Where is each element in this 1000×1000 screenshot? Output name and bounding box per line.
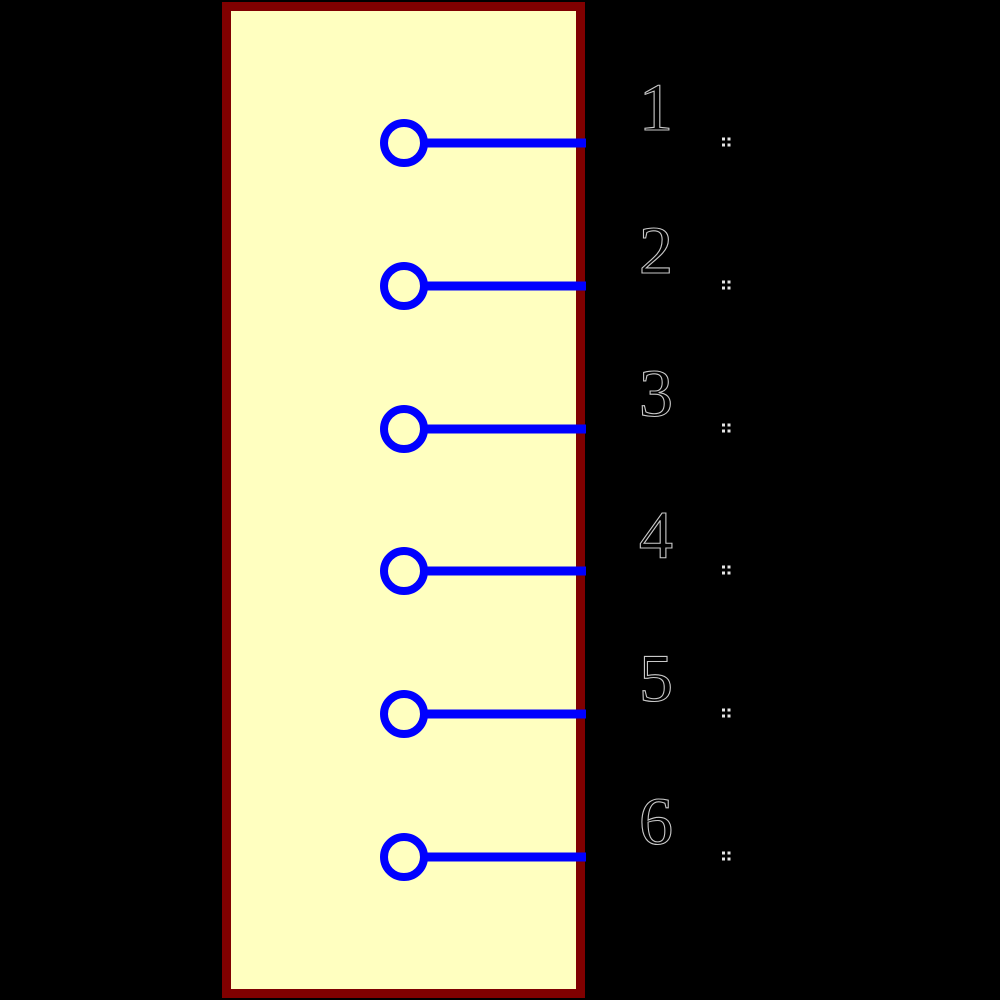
pin-attr-dot xyxy=(727,280,731,284)
pin-bubble-icon[interactable] xyxy=(380,262,428,310)
pin-bubble-icon[interactable] xyxy=(380,547,428,595)
pin-attr-dot xyxy=(727,429,731,433)
pin-attr-dot xyxy=(727,851,731,855)
pin-attr-dot xyxy=(727,286,731,290)
pin-attr-mark xyxy=(722,137,731,147)
pin-attr-dot xyxy=(722,714,725,718)
pin-attr-mark xyxy=(722,423,731,433)
pin-attr-dot xyxy=(727,565,731,569)
pin-number[interactable]: 4 xyxy=(638,496,673,573)
pin-bubble-icon[interactable] xyxy=(380,119,428,167)
pin-attr-dot xyxy=(722,565,725,569)
pin-attr-dot xyxy=(727,708,731,712)
pin-number[interactable]: 3 xyxy=(638,354,673,431)
pin-attr-dot xyxy=(722,857,725,861)
pin-number[interactable]: 6 xyxy=(638,782,673,859)
pin-attr-dot xyxy=(722,137,725,141)
pin-bubble-icon[interactable] xyxy=(380,833,428,881)
pin-number[interactable]: 2 xyxy=(638,211,673,288)
pin-attr-dot xyxy=(727,143,731,147)
pin-attr-mark xyxy=(722,851,731,861)
pin: 6 xyxy=(380,782,731,881)
pin-attr-dot xyxy=(727,137,731,141)
pin: 3 xyxy=(380,354,731,453)
pin-attr-dot xyxy=(727,857,731,861)
pin: 4 xyxy=(380,496,731,595)
pin-attr-dot xyxy=(727,423,731,427)
pin-number[interactable]: 5 xyxy=(638,639,673,716)
pin-attr-dot xyxy=(722,429,725,433)
pin-attr-mark xyxy=(722,280,731,290)
pin: 2 xyxy=(380,211,731,310)
symbol-body[interactable] xyxy=(222,2,585,998)
pin: 5 xyxy=(380,639,731,738)
pin-bubble-icon[interactable] xyxy=(380,690,428,738)
pin-attr-dot xyxy=(722,851,725,855)
pin-attr-dot xyxy=(722,143,725,147)
pin-attr-dot xyxy=(722,708,725,712)
pin-bubble-icon[interactable] xyxy=(380,405,428,453)
pins-layer: 1 2 3 4 5 6 xyxy=(380,68,731,881)
pin-attr-dot xyxy=(722,280,725,284)
pin-attr-dot xyxy=(727,714,731,718)
pin: 1 xyxy=(380,68,731,167)
pin-attr-mark xyxy=(722,708,731,718)
pin-attr-dot xyxy=(722,571,725,575)
pin-attr-dot xyxy=(722,423,725,427)
pin-attr-dot xyxy=(727,571,731,575)
pin-number[interactable]: 1 xyxy=(638,68,673,145)
pin-attr-dot xyxy=(722,286,725,290)
pin-attr-mark xyxy=(722,565,731,575)
